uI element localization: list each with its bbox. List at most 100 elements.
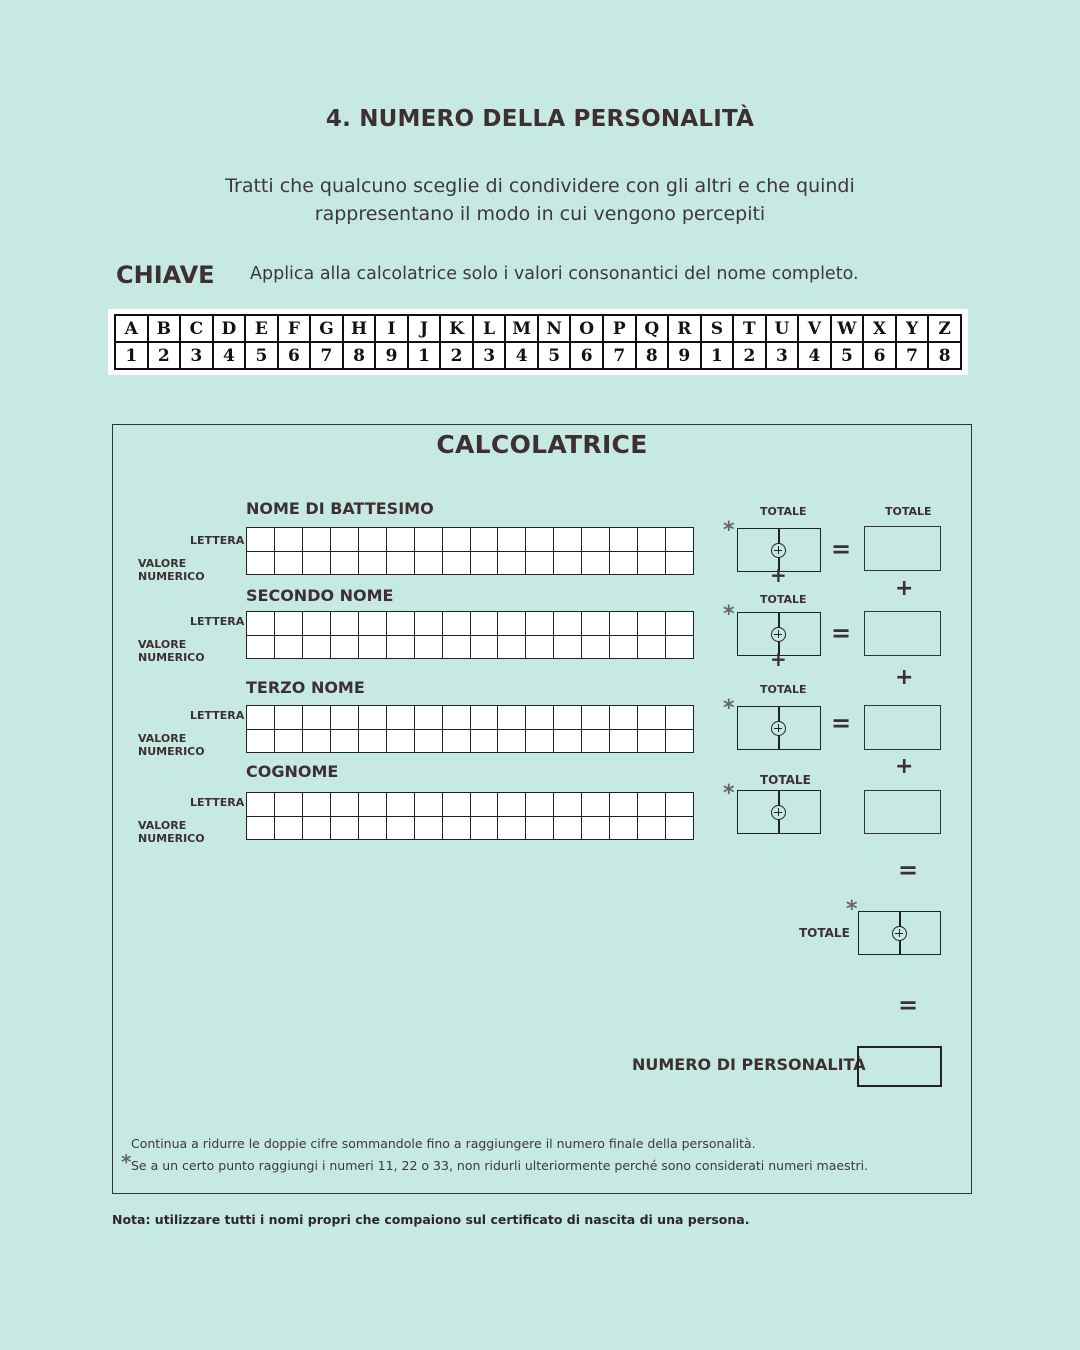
value-cell[interactable] bbox=[329, 550, 359, 575]
value-cell[interactable] bbox=[273, 728, 303, 753]
value-cell[interactable] bbox=[581, 815, 611, 840]
value-cell[interactable] bbox=[497, 634, 527, 659]
letter-cell[interactable] bbox=[609, 792, 639, 817]
letter-cell[interactable] bbox=[469, 611, 499, 636]
letter-cell[interactable] bbox=[357, 611, 387, 636]
letter-cell[interactable] bbox=[553, 705, 583, 730]
third-name-reduce-box[interactable] bbox=[737, 706, 821, 750]
letter-cell[interactable] bbox=[581, 705, 611, 730]
letter-cell[interactable] bbox=[497, 527, 527, 552]
letter-cell[interactable] bbox=[329, 611, 359, 636]
value-cell[interactable] bbox=[469, 550, 499, 575]
value-cell[interactable] bbox=[301, 815, 331, 840]
letter-cell[interactable] bbox=[553, 792, 583, 817]
value-cell[interactable] bbox=[441, 550, 471, 575]
value-cell[interactable] bbox=[553, 815, 583, 840]
letter-cell[interactable] bbox=[609, 705, 639, 730]
value-cell[interactable] bbox=[637, 815, 667, 840]
second-name-total-box[interactable] bbox=[864, 611, 941, 656]
letter-cell[interactable] bbox=[385, 611, 415, 636]
value-cell[interactable] bbox=[469, 634, 499, 659]
letter-cell[interactable] bbox=[273, 527, 303, 552]
letter-cell[interactable] bbox=[497, 611, 527, 636]
letter-cell[interactable] bbox=[385, 705, 415, 730]
second-name-reduce-box[interactable] bbox=[737, 612, 821, 656]
letter-cell[interactable] bbox=[525, 705, 555, 730]
value-cell[interactable] bbox=[553, 728, 583, 753]
letter-cell[interactable] bbox=[665, 527, 694, 552]
value-cell[interactable] bbox=[246, 728, 275, 753]
value-cell[interactable] bbox=[497, 728, 527, 753]
letter-cell[interactable] bbox=[273, 705, 303, 730]
value-cell[interactable] bbox=[413, 634, 443, 659]
value-cell[interactable] bbox=[357, 550, 387, 575]
letter-cell[interactable] bbox=[385, 527, 415, 552]
letter-cell[interactable] bbox=[246, 611, 275, 636]
surname-reduce-box[interactable] bbox=[737, 790, 821, 834]
value-cell[interactable] bbox=[413, 550, 443, 575]
value-cell[interactable] bbox=[665, 634, 694, 659]
value-cell[interactable] bbox=[301, 634, 331, 659]
value-cell[interactable] bbox=[637, 634, 667, 659]
value-cell[interactable] bbox=[469, 728, 499, 753]
letter-cell[interactable] bbox=[329, 705, 359, 730]
letter-cell[interactable] bbox=[581, 527, 611, 552]
letter-cell[interactable] bbox=[301, 527, 331, 552]
letter-cell[interactable] bbox=[525, 611, 555, 636]
value-cell[interactable] bbox=[413, 728, 443, 753]
value-cell[interactable] bbox=[385, 634, 415, 659]
value-cell[interactable] bbox=[441, 728, 471, 753]
letter-cell[interactable] bbox=[246, 527, 275, 552]
value-cell[interactable] bbox=[357, 728, 387, 753]
letter-cell[interactable] bbox=[637, 527, 667, 552]
letter-cell[interactable] bbox=[301, 611, 331, 636]
third-name-total-box[interactable] bbox=[864, 705, 941, 750]
value-cell[interactable] bbox=[273, 815, 303, 840]
value-cell[interactable] bbox=[329, 634, 359, 659]
letter-cell[interactable] bbox=[637, 611, 667, 636]
letter-cell[interactable] bbox=[413, 705, 443, 730]
value-cell[interactable] bbox=[246, 634, 275, 659]
personality-number-box[interactable] bbox=[857, 1046, 942, 1087]
value-cell[interactable] bbox=[385, 728, 415, 753]
value-cell[interactable] bbox=[525, 728, 555, 753]
value-cell[interactable] bbox=[581, 634, 611, 659]
letter-cell[interactable] bbox=[581, 792, 611, 817]
letter-cell[interactable] bbox=[525, 792, 555, 817]
letter-cell[interactable] bbox=[329, 527, 359, 552]
value-cell[interactable] bbox=[301, 550, 331, 575]
third-name-grid[interactable] bbox=[246, 705, 694, 753]
letter-cell[interactable] bbox=[497, 705, 527, 730]
letter-cell[interactable] bbox=[441, 527, 471, 552]
grand-total-reduce-box[interactable] bbox=[858, 911, 941, 955]
surname-grid[interactable] bbox=[246, 792, 694, 840]
value-cell[interactable] bbox=[385, 550, 415, 575]
first-name-total-box[interactable] bbox=[864, 526, 941, 571]
letter-cell[interactable] bbox=[525, 527, 555, 552]
value-cell[interactable] bbox=[581, 550, 611, 575]
letter-cell[interactable] bbox=[497, 792, 527, 817]
letter-cell[interactable] bbox=[665, 705, 694, 730]
value-cell[interactable] bbox=[525, 634, 555, 659]
letter-cell[interactable] bbox=[441, 705, 471, 730]
value-cell[interactable] bbox=[413, 815, 443, 840]
first-name-reduce-box[interactable] bbox=[737, 528, 821, 572]
letter-cell[interactable] bbox=[329, 792, 359, 817]
value-cell[interactable] bbox=[637, 550, 667, 575]
first-name-grid[interactable] bbox=[246, 527, 694, 575]
value-cell[interactable] bbox=[357, 815, 387, 840]
letter-cell[interactable] bbox=[441, 792, 471, 817]
letter-cell[interactable] bbox=[553, 611, 583, 636]
letter-cell[interactable] bbox=[357, 705, 387, 730]
value-cell[interactable] bbox=[553, 634, 583, 659]
value-cell[interactable] bbox=[357, 634, 387, 659]
letter-cell[interactable] bbox=[665, 611, 694, 636]
letter-cell[interactable] bbox=[385, 792, 415, 817]
value-cell[interactable] bbox=[469, 815, 499, 840]
value-cell[interactable] bbox=[441, 634, 471, 659]
value-cell[interactable] bbox=[525, 815, 555, 840]
value-cell[interactable] bbox=[581, 728, 611, 753]
letter-cell[interactable] bbox=[246, 705, 275, 730]
value-cell[interactable] bbox=[609, 550, 639, 575]
surname-total-box[interactable] bbox=[864, 790, 941, 834]
